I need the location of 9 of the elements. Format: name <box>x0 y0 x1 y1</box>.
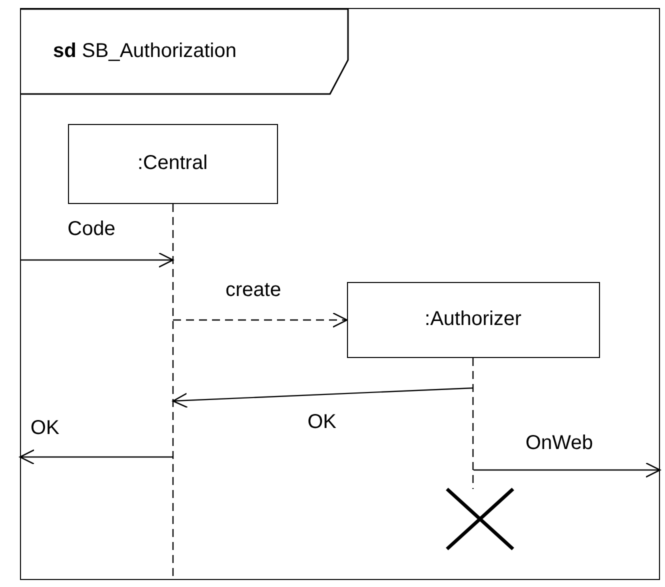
lifeline-head-box: :Authorizer <box>346 282 600 358</box>
message-arrow <box>20 252 174 268</box>
lifeline-head-box: :Central <box>68 124 278 204</box>
message-arrow <box>18 448 172 464</box>
sequence-frame <box>20 8 660 580</box>
message-arrow <box>172 312 348 328</box>
message-arrow <box>172 386 474 408</box>
message-arrow <box>473 462 660 478</box>
frame-title: sd SB_Authorization <box>53 40 236 63</box>
